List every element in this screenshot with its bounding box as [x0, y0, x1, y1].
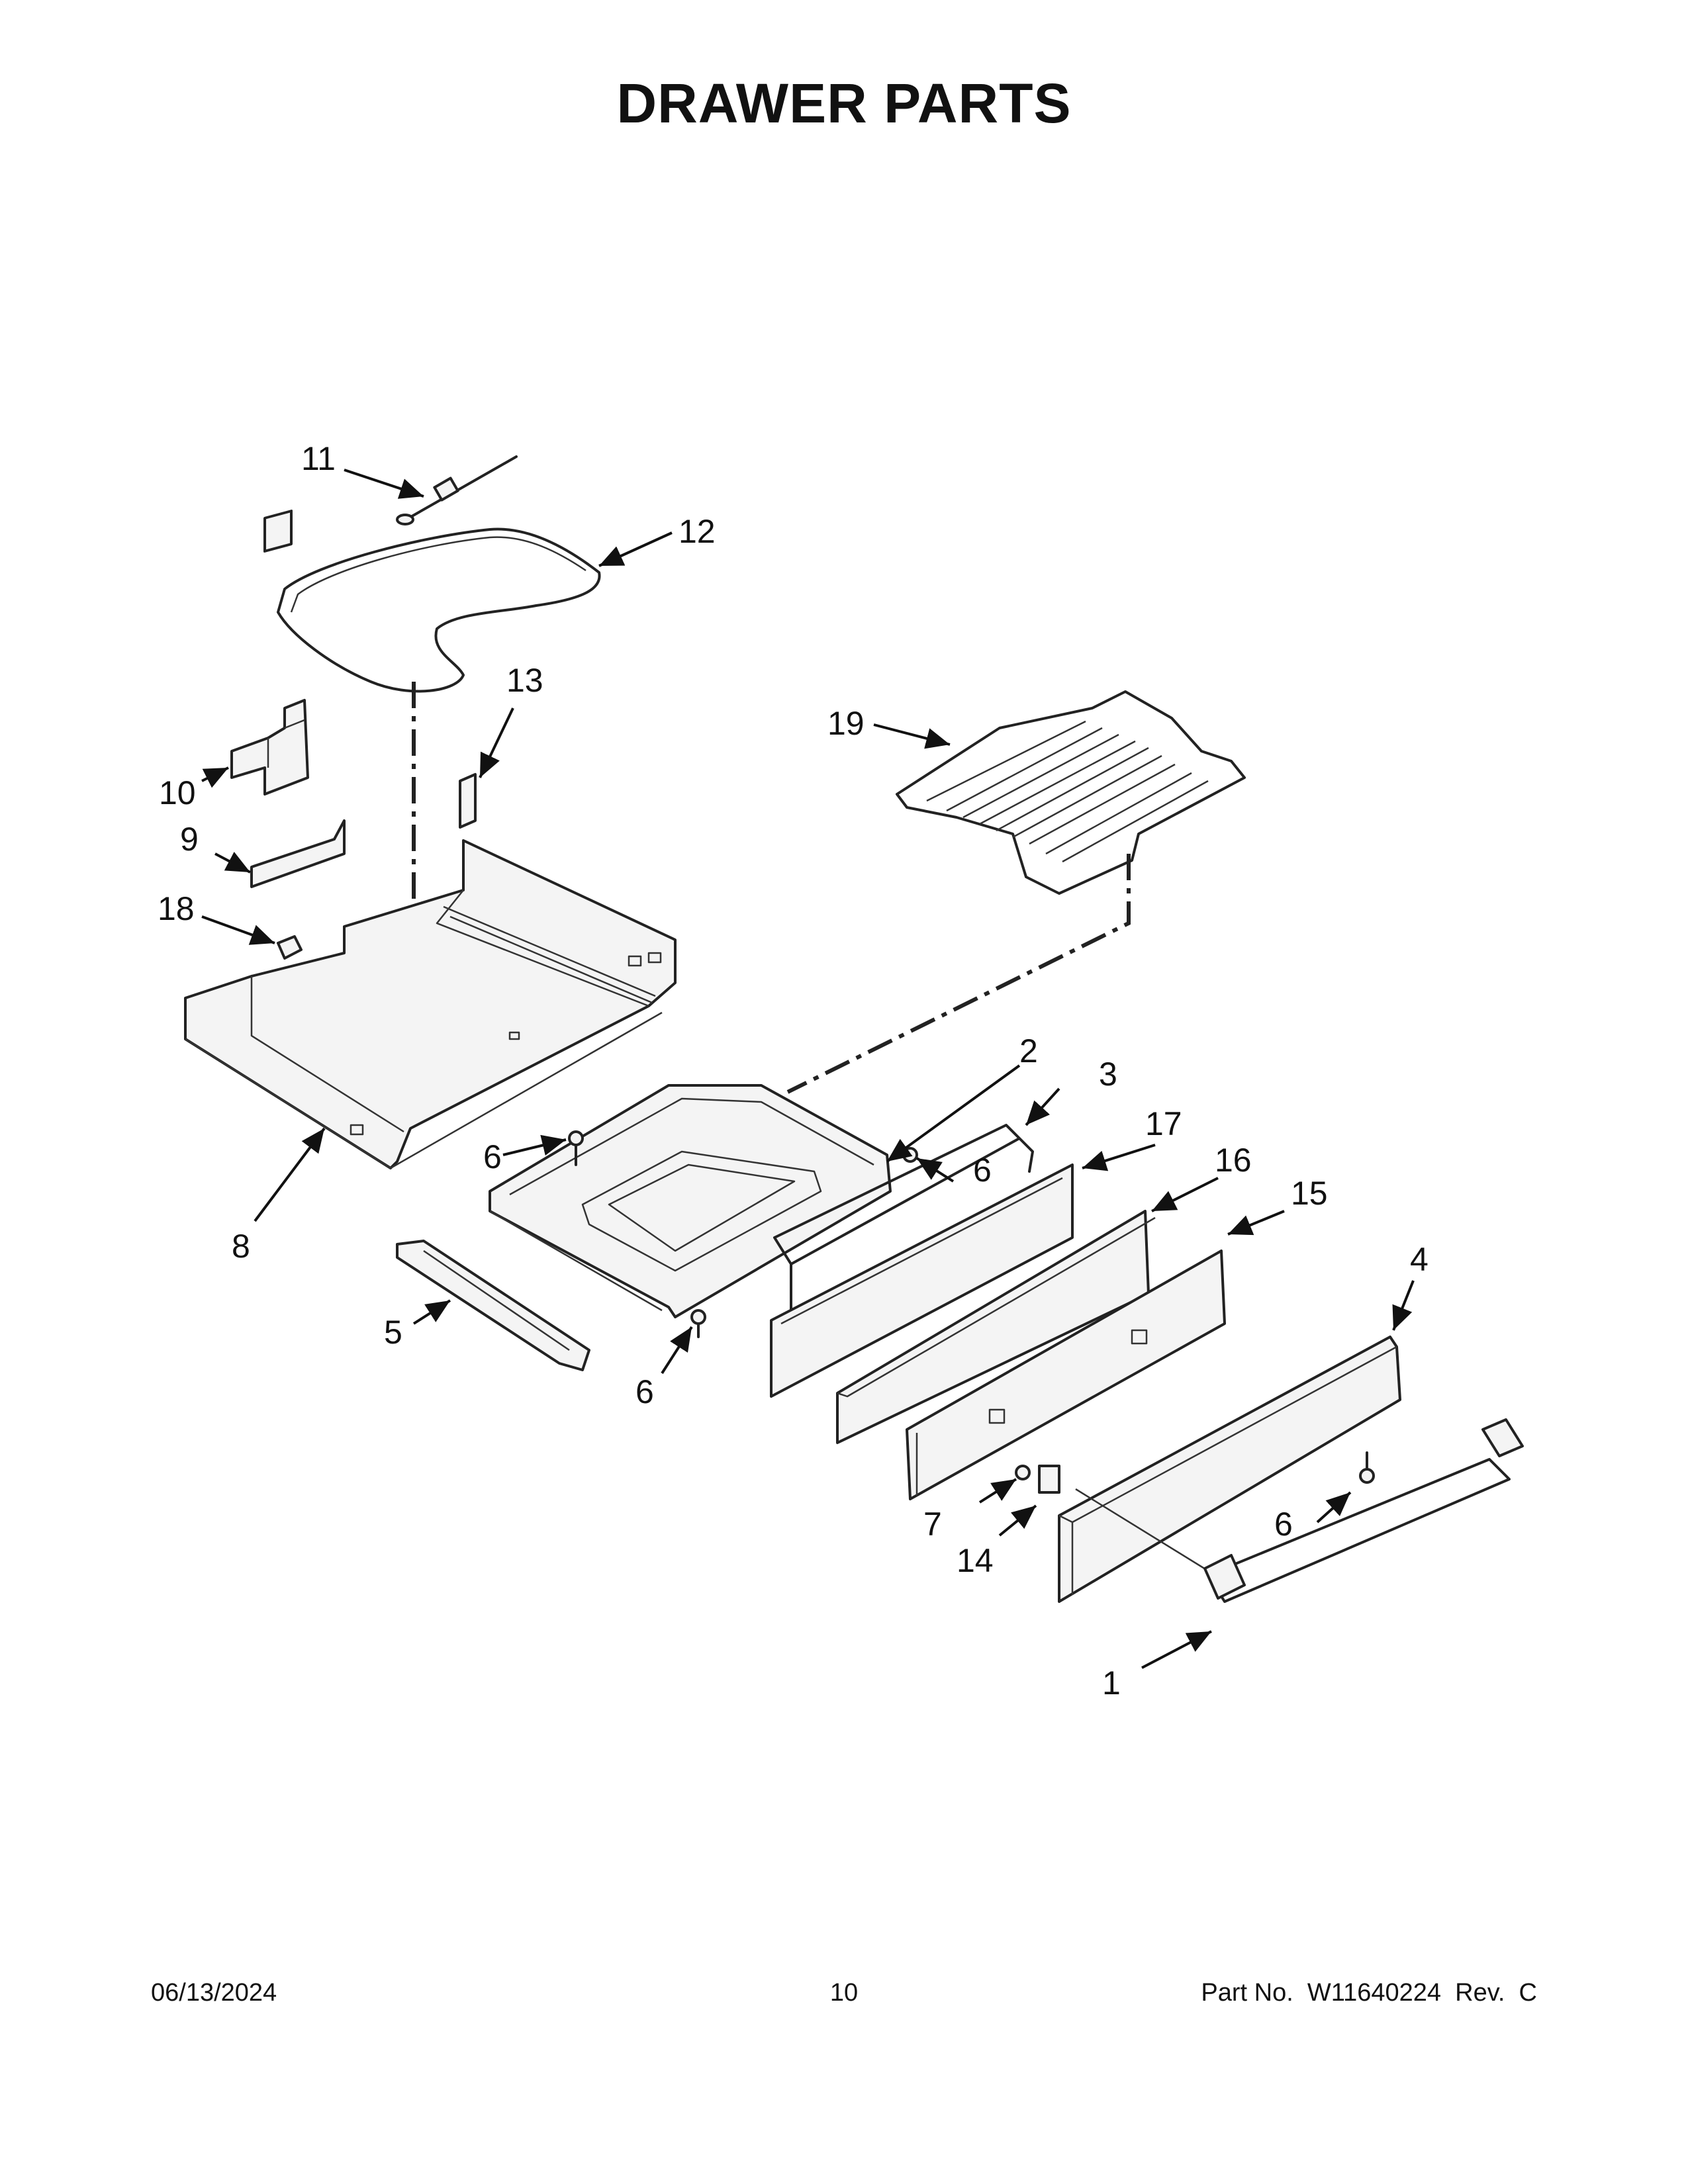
callout-5: 5	[384, 1314, 402, 1351]
part-7-screw	[1015, 1465, 1031, 1480]
callout-1: 1	[1102, 1664, 1121, 1702]
callout-19: 19	[827, 705, 865, 742]
callout-7: 7	[923, 1506, 942, 1543]
part-6-screw-c	[690, 1309, 706, 1338]
callout-16: 16	[1215, 1142, 1252, 1179]
callout-6-right: 6	[1274, 1506, 1293, 1543]
footer-date: 06/13/2024	[151, 1979, 277, 2007]
callout-10: 10	[159, 774, 196, 811]
part-9-bracket-plate	[250, 819, 346, 888]
part-6-screw-a	[568, 1130, 584, 1166]
part-19-rack	[896, 690, 1246, 895]
part-2-drawer-pan	[489, 1084, 892, 1318]
part-15-door-liner	[906, 1250, 1226, 1500]
part-18-clip	[277, 935, 303, 960]
part-3-handle-bar	[773, 1124, 1034, 1315]
callout-18: 18	[158, 890, 195, 927]
part-11-temperature-sensor	[396, 455, 518, 525]
callout-6-left: 6	[483, 1138, 502, 1175]
part-14-spacer	[1038, 1465, 1060, 1494]
part-10-bracket	[230, 699, 309, 796]
part-5-slide-rail	[396, 1240, 590, 1371]
part-6-screw-d	[1359, 1451, 1375, 1484]
page-title: DRAWER PARTS	[616, 72, 1072, 134]
part-4-door-front	[1058, 1336, 1401, 1603]
callout-11: 11	[301, 440, 336, 477]
callout-15: 15	[1291, 1175, 1328, 1212]
callout-2: 2	[1019, 1032, 1038, 1069]
callout-17: 17	[1145, 1105, 1182, 1142]
part-17-inner-panel	[770, 1163, 1074, 1398]
part-13-plate	[459, 773, 477, 829]
callout-6-top: 6	[973, 1152, 992, 1189]
callout-8: 8	[232, 1228, 250, 1265]
callout-9: 9	[180, 821, 199, 858]
footer-part-number: Part No. W11640224 Rev. C	[1201, 1979, 1537, 2007]
callout-6-mid: 6	[635, 1373, 654, 1410]
callout-13: 13	[506, 662, 543, 699]
part-6-screw-b	[902, 1147, 918, 1163]
footer-page-number: 10	[829, 1979, 859, 2007]
part-1-door-handle	[1075, 1418, 1524, 1603]
part-8-drawer-housing	[184, 839, 677, 1169]
callout-4: 4	[1410, 1241, 1429, 1278]
callout-arrows	[201, 469, 1415, 1669]
callout-14: 14	[957, 1542, 994, 1579]
callout-labels: 11 12 13 10 9 18 8 19 2 3 6 17 16 15 4 6…	[158, 440, 1429, 1702]
callout-3: 3	[1099, 1056, 1117, 1093]
part-12-heating-element	[263, 510, 601, 693]
callout-12: 12	[679, 513, 716, 550]
